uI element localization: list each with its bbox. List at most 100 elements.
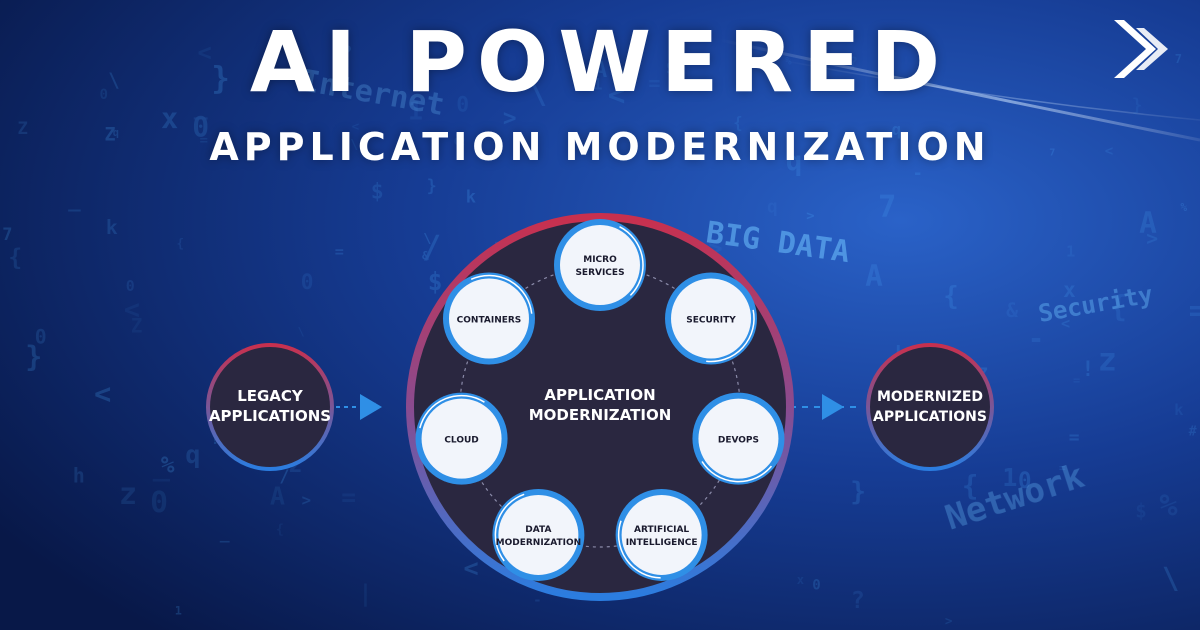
bg-glyph: 1	[593, 75, 603, 94]
page-title: AI POWERED	[249, 13, 951, 111]
hub-label-1: APPLICATION	[544, 386, 655, 404]
node-label-line2: INTELLIGENCE	[626, 538, 698, 548]
bg-glyph: Z	[105, 125, 116, 146]
bg-glyph: =	[200, 133, 208, 149]
node-arc	[470, 274, 533, 314]
bg-glyph: =	[648, 71, 660, 95]
bg-glyph: %	[1159, 488, 1178, 523]
node-arc	[494, 493, 525, 562]
bg-glyph: ?	[341, 42, 353, 65]
bg-glyph: >	[503, 106, 517, 132]
bg-glyph: =	[341, 482, 356, 511]
bg-glyph: 0	[301, 269, 314, 294]
bg-glyph: ?	[851, 586, 865, 614]
bg-glyph: \	[528, 75, 547, 111]
bg-glyph: /	[279, 466, 289, 486]
node-fill	[698, 398, 779, 479]
bg-glyph: A	[594, 57, 608, 83]
bg-glyph: &	[1006, 299, 1018, 322]
legacy-label-2: APPLICATIONS	[209, 407, 331, 425]
node-fill	[421, 398, 502, 479]
bg-glyph: k	[466, 186, 476, 206]
bg-glyph: \	[108, 69, 120, 92]
bg-glyph: $	[428, 267, 443, 296]
node-label-line1: ARTIFICIAL	[634, 525, 689, 535]
node-label-line1: MICRO	[583, 255, 617, 265]
bg-glyph: 1	[175, 603, 182, 617]
bg-glyph: A	[865, 259, 883, 293]
bg-glyph: A	[270, 482, 285, 511]
bg-glyph: =	[335, 243, 344, 261]
node-label-line1: DATA	[525, 525, 551, 535]
bg-glyph: _	[194, 94, 208, 120]
bg-glyph: q	[767, 197, 778, 218]
bg-glyph: -	[1028, 322, 1045, 355]
bg-glyph: &	[422, 249, 430, 263]
bg-glyph: {	[962, 470, 979, 502]
bg-glyph: }	[211, 62, 229, 97]
bg-glyph: $	[1135, 500, 1147, 523]
bg-glyph: Z	[131, 315, 143, 338]
bg-glyph: A	[1139, 206, 1157, 240]
bg-glyph: -	[1198, 59, 1200, 71]
bg-glyph: >	[1146, 227, 1158, 250]
bg-glyph: <	[198, 39, 212, 67]
bg-glyph: 0	[126, 277, 135, 295]
bg-glyph: 1	[1002, 463, 1017, 492]
node-containers: CONTAINERS	[442, 272, 535, 365]
legacy-applications-node: LEGACY APPLICATIONS	[206, 343, 334, 471]
bg-glyph: <	[124, 295, 140, 326]
node-fill	[621, 494, 702, 575]
bg-glyph: {	[276, 521, 284, 537]
bg-glyph: ?	[849, 54, 858, 72]
bg-glyph: }	[1132, 95, 1143, 116]
double-chevron-right-icon	[1114, 20, 1168, 78]
service-nodes: MICRO SERVICES SECURITY DEVOPS ARTIFICIAL INT…	[415, 219, 785, 581]
bg-glyph: 0	[192, 110, 209, 143]
bg-glyph: 0	[150, 485, 168, 520]
bg-glyph: \	[350, 138, 358, 153]
node-security: SECURITY	[665, 272, 758, 365]
bg-glyph: {	[733, 114, 742, 132]
bg-glyph: %	[161, 453, 175, 479]
bg-glyph: |	[617, 64, 628, 85]
bg-glyph: 1	[408, 97, 423, 126]
bg-glyph: >	[945, 613, 953, 628]
bg-glyph: >	[806, 208, 814, 224]
node-arc	[617, 520, 661, 579]
bg-glyph: =	[1069, 427, 1080, 448]
node-fill	[560, 225, 640, 305]
bg-glyph: x	[1063, 278, 1076, 302]
bg-glyph: x	[797, 573, 804, 587]
bg-glyph: {	[8, 245, 22, 271]
modernized-label-1: MODERNIZED	[877, 389, 983, 405]
page-subtitle: APPLICATION MODERNIZATION	[209, 125, 991, 169]
bg-glyph: >	[302, 491, 311, 509]
node-fill	[671, 278, 752, 359]
bg-glyph: \	[1162, 561, 1179, 595]
node-fill	[498, 494, 579, 575]
bg-glyph: 7	[1175, 52, 1182, 66]
bg-glyph: =	[1059, 461, 1066, 474]
bg-glyph: <	[94, 378, 111, 411]
bg-glyph: /	[422, 230, 441, 266]
bg-glyph: \	[423, 231, 431, 247]
modernized-applications-node: MODERNIZED APPLICATIONS	[866, 343, 994, 471]
bg-glyph: =	[1073, 373, 1080, 387]
bg-glyph: {	[177, 236, 185, 251]
bg-glyph: <	[352, 119, 360, 134]
node-label-line1: DEVOPS	[718, 436, 759, 446]
bg-glyph: q	[892, 120, 902, 139]
bg-glyph: 7	[878, 190, 896, 225]
bg-glyph: }	[427, 176, 437, 195]
bg-glyph: %	[785, 55, 792, 67]
bg-glyph: $	[371, 179, 384, 204]
bg-glyph: 7	[2, 224, 12, 244]
node-label-line2: SERVICES	[575, 268, 624, 278]
node-cloud: CLOUD	[415, 392, 508, 485]
hub-label-2: MODERNIZATION	[529, 406, 672, 424]
bg-glyph: -	[533, 593, 542, 609]
bg-glyph: -	[912, 164, 923, 184]
node-arc	[419, 394, 485, 429]
